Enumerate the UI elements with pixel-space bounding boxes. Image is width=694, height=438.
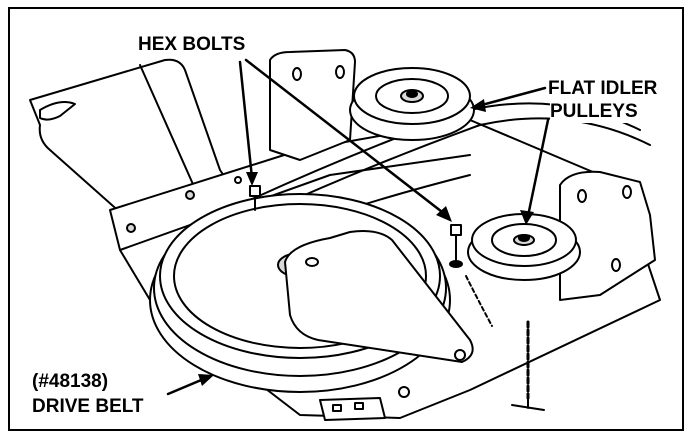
cover-plate [284,230,474,363]
drive-belt-label: DRIVE BELT [32,396,144,418]
chain [465,275,545,411]
rear-bracket [269,49,356,161]
part-number-label: (#48138) [32,371,109,393]
flat-idler-label: FLAT IDLER [548,78,658,100]
upper-idler-pulley [349,67,475,141]
hex-bolt-left [249,185,261,211]
lower-idler-pulley [467,213,581,281]
right-bracket [559,170,656,301]
pulleys-label: PULLEYS [550,101,638,123]
hex-bolts-label: HEX BOLTS [138,34,246,56]
hex-bolt-right [449,224,463,268]
